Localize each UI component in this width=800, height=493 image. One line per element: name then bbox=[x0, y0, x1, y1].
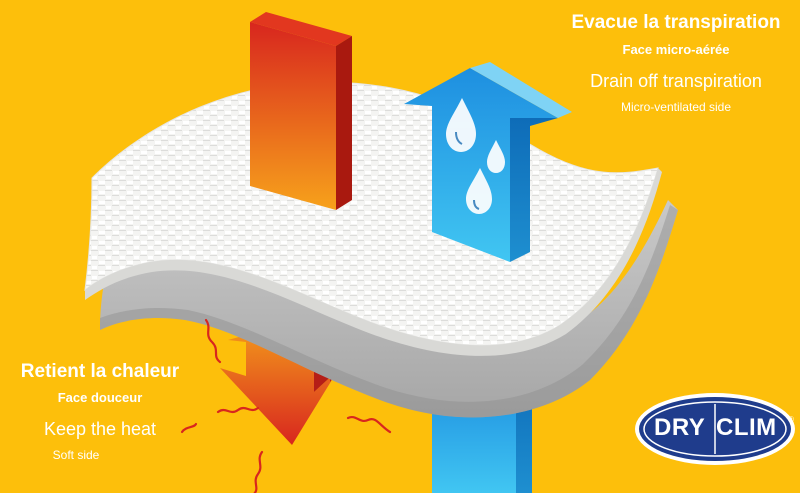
heat-wave-icon bbox=[204, 318, 222, 364]
dryclim-logo bbox=[635, 393, 795, 465]
heat-wave-icon bbox=[253, 450, 264, 493]
water-drop-icon bbox=[446, 98, 476, 152]
logo-registered-mark: ® bbox=[788, 415, 794, 424]
heat-wave-icon bbox=[216, 406, 260, 414]
top-french-subtitle: Face micro-aérée bbox=[622, 42, 730, 57]
bottom-english-title: Keep the heat bbox=[43, 419, 157, 439]
heat-wave-icon bbox=[346, 416, 392, 434]
top-french-title: Evacue la transpiration bbox=[571, 12, 781, 33]
logo-text-dry: DRY bbox=[654, 414, 706, 441]
top-english-title: Drain off transpiration bbox=[590, 71, 762, 91]
heat-arrow-down-icon bbox=[250, 12, 352, 210]
heat-wave-icon bbox=[180, 422, 198, 434]
bottom-french-subtitle: Face douceur bbox=[57, 390, 143, 405]
moisture-arrow-up-icon bbox=[404, 62, 572, 262]
soft-fabric-layer bbox=[100, 200, 678, 418]
bottom-english-subtitle: Soft side bbox=[52, 448, 100, 462]
top-english-subtitle: Micro-ventilated side bbox=[620, 100, 732, 114]
logo-text-clim: CLIM bbox=[716, 414, 777, 441]
water-drop-icon bbox=[466, 168, 492, 214]
water-drop-icon bbox=[487, 140, 505, 173]
bottom-french-title: Retient la chaleur bbox=[20, 361, 180, 382]
